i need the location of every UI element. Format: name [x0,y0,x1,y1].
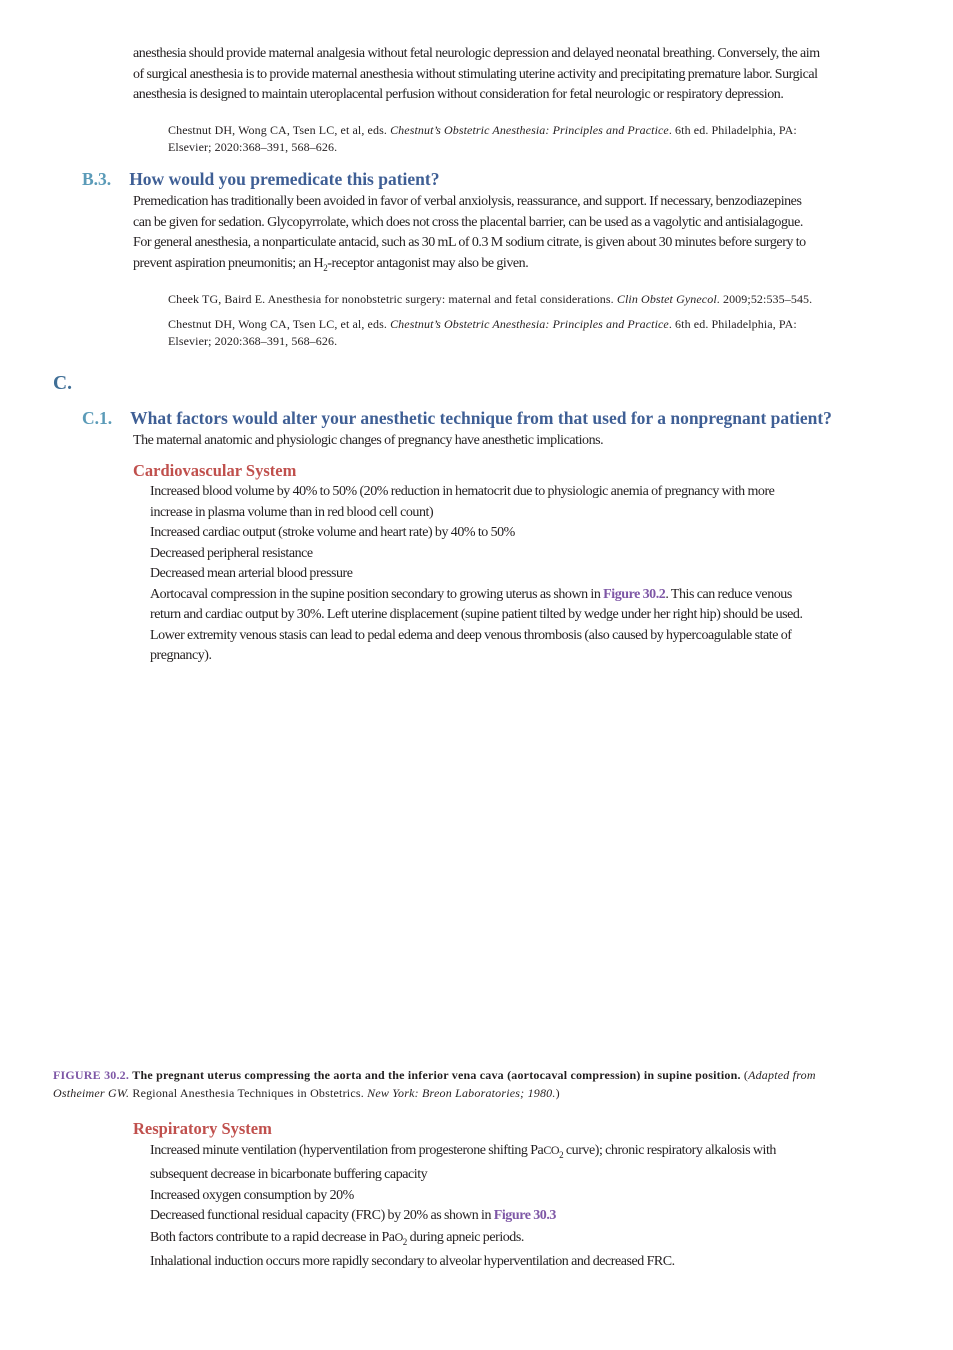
figure-30-2-caption: FIGURE 30.2. The pregnant uterus compres… [53,1068,816,1100]
figure-source-book: Regional Anesthesia Techniques in Obstet… [132,1086,364,1100]
question-c1: C.1. What factors would alter your anest… [82,408,832,429]
reference-chestnut-2: Chestnut DH, Wong CA, Tsen LC, et al, ed… [168,316,797,350]
figure-source-publisher: New York: Breon Laboratories; 1980. [367,1086,556,1100]
ref-authors: Cheek TG, Baird E. Anesthesia for nonobs… [168,292,614,306]
ref-journal: Clin Obstet Gynecol [616,292,717,306]
answer-line: prevent aspiration pneumonitis; an H2-re… [133,255,529,273]
list-item: Lower extremity venous stasis can lead t… [150,627,792,643]
ref-authors: Chestnut DH, Wong CA, Tsen LC, et al, ed… [168,123,387,137]
intro-line: anesthesia should provide maternal analg… [133,46,820,61]
list-item: Increased cardiac output (stroke volume … [150,525,515,540]
list-item: Increased oxygen consumption by 20% [150,1187,354,1203]
cardiovascular-heading: Cardiovascular System [133,461,297,480]
answer-line: Premedication has traditionally been avo… [133,194,802,209]
question-b3: B.3. How would you premedicate this pati… [82,169,440,190]
list-item: Inhalational induction occurs more rapid… [150,1254,675,1270]
list-item: Decreased mean arterial blood pressure [150,566,353,581]
figure-30-2-image-area [53,680,903,1050]
question-number: B.3. [82,169,112,189]
respiratory-heading: Respiratory System [133,1119,272,1138]
section-c-heading: C. [53,373,72,394]
ref-publisher-line2: Elsevier; 2020:368–391, 568–626. [168,334,338,348]
figure-adapted: Adapted from [748,1068,816,1082]
answer-b3-paragraph: Premedication has traditionally been avo… [133,192,806,278]
question-text: What factors would alter your anesthetic… [130,408,832,428]
figure-source-author: Ostheimer GW. [53,1086,130,1100]
figure-label: FIGURE 30.2. [53,1068,130,1082]
list-item-continuation: subsequent decrease in bicarbonate buffe… [150,1167,428,1183]
list-item-continuation: increase in plasma volume than in red bl… [150,504,434,520]
respiratory-list: Increased minute ventilation (hyperventi… [150,1140,776,1273]
ref-book-title: Chestnut’s Obstetric Anesthesia: Princip… [390,123,669,137]
ref-citation: . 2009;52:535–545. [716,292,813,306]
list-item: Increased minute ventilation (hyperventi… [150,1143,776,1160]
cardiovascular-list: Increased blood volume by 40% to 50% (20… [150,482,803,667]
question-number: C.1. [82,408,113,428]
list-item-continuation: return and cardiac output by 30%. Left u… [150,607,803,622]
list-item: Decreased functional residual capacity (… [150,1208,557,1224]
list-item: Decreased peripheral resistance [150,545,313,561]
question-text: How would you premedicate this patient? [129,169,440,189]
reference-cheek: Cheek TG, Baird E. Anesthesia for nonobs… [168,291,812,308]
intro-line: anesthesia is designed to maintain utero… [133,87,784,102]
figure-title: The pregnant uterus compressing the aort… [132,1068,741,1082]
intro-paragraph: anesthesia should provide maternal analg… [133,44,820,106]
ref-publisher: . 6th ed. Philadelphia, PA: [668,317,797,331]
reference-chestnut-1: Chestnut DH, Wong CA, Tsen LC, et al, ed… [168,122,797,156]
list-item: Increased blood volume by 40% to 50% (20… [150,484,775,499]
ref-authors: Chestnut DH, Wong CA, Tsen LC, et al, ed… [168,317,387,331]
list-item: Both factors contribute to a rapid decre… [150,1229,524,1247]
ref-publisher-line2: Elsevier; 2020:368–391, 568–626. [168,140,338,154]
ref-publisher: . 6th ed. Philadelphia, PA: [668,123,797,137]
list-item-continuation: pregnancy). [150,648,212,663]
ref-book-title: Chestnut’s Obstetric Anesthesia: Princip… [390,317,669,331]
c1-intro: The maternal anatomic and physiologic ch… [133,433,604,448]
list-item: Aortocaval compression in the supine pos… [150,586,792,602]
intro-line: of surgical anesthesia is to provide mat… [133,66,818,82]
figure-30-2-link[interactable]: Figure 30.2 [603,586,666,602]
answer-line: can be given for sedation. Glycopyrrolat… [133,214,803,230]
figure-30-3-link[interactable]: Figure 30.3 [493,1208,557,1224]
answer-line: For general anesthesia, a nonparticulate… [133,235,806,250]
